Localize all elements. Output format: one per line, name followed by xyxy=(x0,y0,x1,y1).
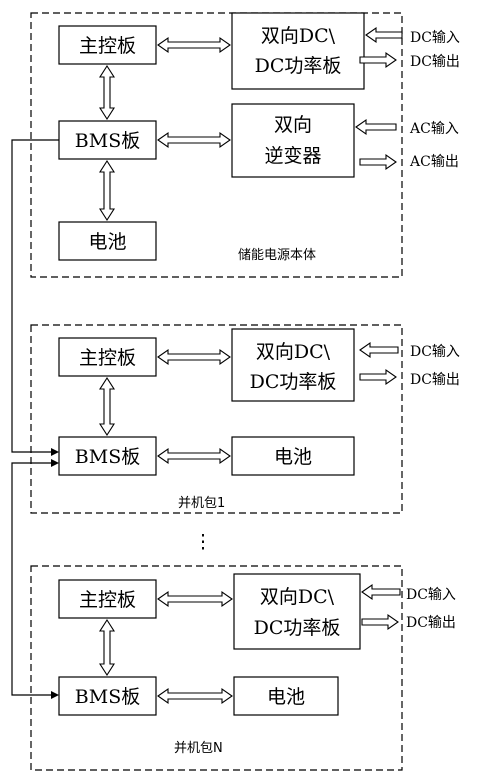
main-unit-arrow-bms-inverter xyxy=(157,131,231,149)
pack-1-main-board-label: 主控板 xyxy=(79,347,136,369)
pack-1-dc-out-arrow xyxy=(359,368,397,386)
wire-main-bms-to-pack-1-bms xyxy=(11,139,59,453)
main-unit-dc-in-label: DC输入 xyxy=(410,30,460,46)
main-unit-battery xyxy=(58,221,157,261)
pack-n-main-board xyxy=(58,579,157,619)
pack-1-dc-in-arrow xyxy=(359,341,399,359)
main-unit-main-board-label: 主控板 xyxy=(79,35,136,57)
pack-1-bms-board xyxy=(58,436,157,476)
pack-n-dc-out-arrow xyxy=(361,613,399,631)
continuation-ellipsis: ⋮ xyxy=(194,531,213,553)
pack-1-dcdc-label-2: DC功率板 xyxy=(250,371,337,393)
pack-n-caption: 并机包N xyxy=(174,741,223,756)
pack-n-group: 主控板 双向DC\ DC功率板 BMS板 电池 并机包N DC输入 DC输出 xyxy=(30,565,456,771)
pack-1-dcdc-board xyxy=(231,328,355,402)
pack-1-dcdc-label-1: 双向DC\ xyxy=(256,341,331,363)
main-unit-group: 主控板 双向DC\ DC功率板 BMS板 双向 逆变器 电池 储能电源本体 DC… xyxy=(30,12,460,278)
pack-n-dcdc-label-2: DC功率板 xyxy=(254,617,341,639)
main-unit-inverter-label-2: 逆变器 xyxy=(264,145,321,167)
main-unit-frame xyxy=(30,12,403,278)
pack-n-dcdc-board xyxy=(233,573,361,650)
pack-n-bms-label: BMS板 xyxy=(75,686,140,708)
main-unit-arrow-bms-battery xyxy=(98,159,116,222)
pack-n-battery xyxy=(233,676,339,716)
main-unit-ac-in-label: AC输入 xyxy=(409,121,459,137)
main-unit-inverter xyxy=(231,103,355,178)
main-unit-main-board xyxy=(58,25,157,65)
main-unit-ac-out-label: AC输出 xyxy=(409,154,459,170)
wire-arrowhead-pack-n xyxy=(51,691,59,699)
main-unit-caption: 储能电源本体 xyxy=(238,248,316,263)
main-unit-dc-out-arrow xyxy=(359,51,397,69)
main-unit-dcdc-label-1: 双向DC\ xyxy=(261,25,336,47)
main-unit-arrow-main-bms xyxy=(98,64,116,121)
wire-pack-1-bms-to-pack-n-bms xyxy=(11,462,53,696)
pack-n-frame xyxy=(30,565,403,771)
pack-1-bms-label: BMS板 xyxy=(75,446,140,468)
pack-1-group: 主控板 双向DC\ DC功率板 BMS板 电池 并机包1 DC输入 DC输出 xyxy=(30,324,460,514)
pack-n-dc-out-label: DC输出 xyxy=(406,615,456,631)
pack-n-arrow-main-dcdc xyxy=(157,590,233,608)
main-unit-dc-in-arrow xyxy=(365,26,403,44)
pack-1-arrow-bms-battery xyxy=(157,447,231,465)
pack-n-dcdc-label-1: 双向DC\ xyxy=(260,586,335,608)
main-unit-ac-out-arrow xyxy=(359,153,397,171)
main-unit-dc-out-label: DC输出 xyxy=(410,54,460,70)
main-unit-inverter-label-1: 双向 xyxy=(274,114,312,136)
pack-n-bms-board xyxy=(58,676,157,716)
pack-n-main-board-label: 主控板 xyxy=(79,589,136,611)
wire-arrowhead-pack-1-b xyxy=(51,459,59,467)
main-unit-arrow-main-dcdc xyxy=(157,36,231,54)
pack-1-caption: 并机包1 xyxy=(178,496,225,511)
main-unit-ac-in-arrow xyxy=(355,118,397,136)
pack-1-battery-label: 电池 xyxy=(274,446,312,468)
main-unit-dcdc-label-2: DC功率板 xyxy=(255,55,342,77)
pack-1-dc-out-label: DC输出 xyxy=(410,372,460,388)
wire-arrowhead-pack-1-a xyxy=(51,448,59,456)
pack-1-dc-in-label: DC输入 xyxy=(410,344,460,360)
pack-1-arrow-main-dcdc xyxy=(157,348,231,366)
main-unit-battery-label: 电池 xyxy=(88,231,126,253)
pack-n-arrow-bms-battery xyxy=(157,687,233,705)
pack-n-battery-label: 电池 xyxy=(267,686,305,708)
pack-1-main-board xyxy=(58,337,157,377)
pack-1-frame xyxy=(30,324,403,514)
main-unit-dcdc-board xyxy=(231,12,365,90)
pack-n-arrow-main-bms xyxy=(98,618,116,677)
pack-n-dc-in-arrow xyxy=(361,583,401,601)
pack-n-dc-in-label: DC输入 xyxy=(406,587,456,603)
main-unit-bms-label: BMS板 xyxy=(75,130,140,152)
pack-1-battery xyxy=(231,436,355,476)
pack-1-arrow-main-bms xyxy=(98,376,116,437)
